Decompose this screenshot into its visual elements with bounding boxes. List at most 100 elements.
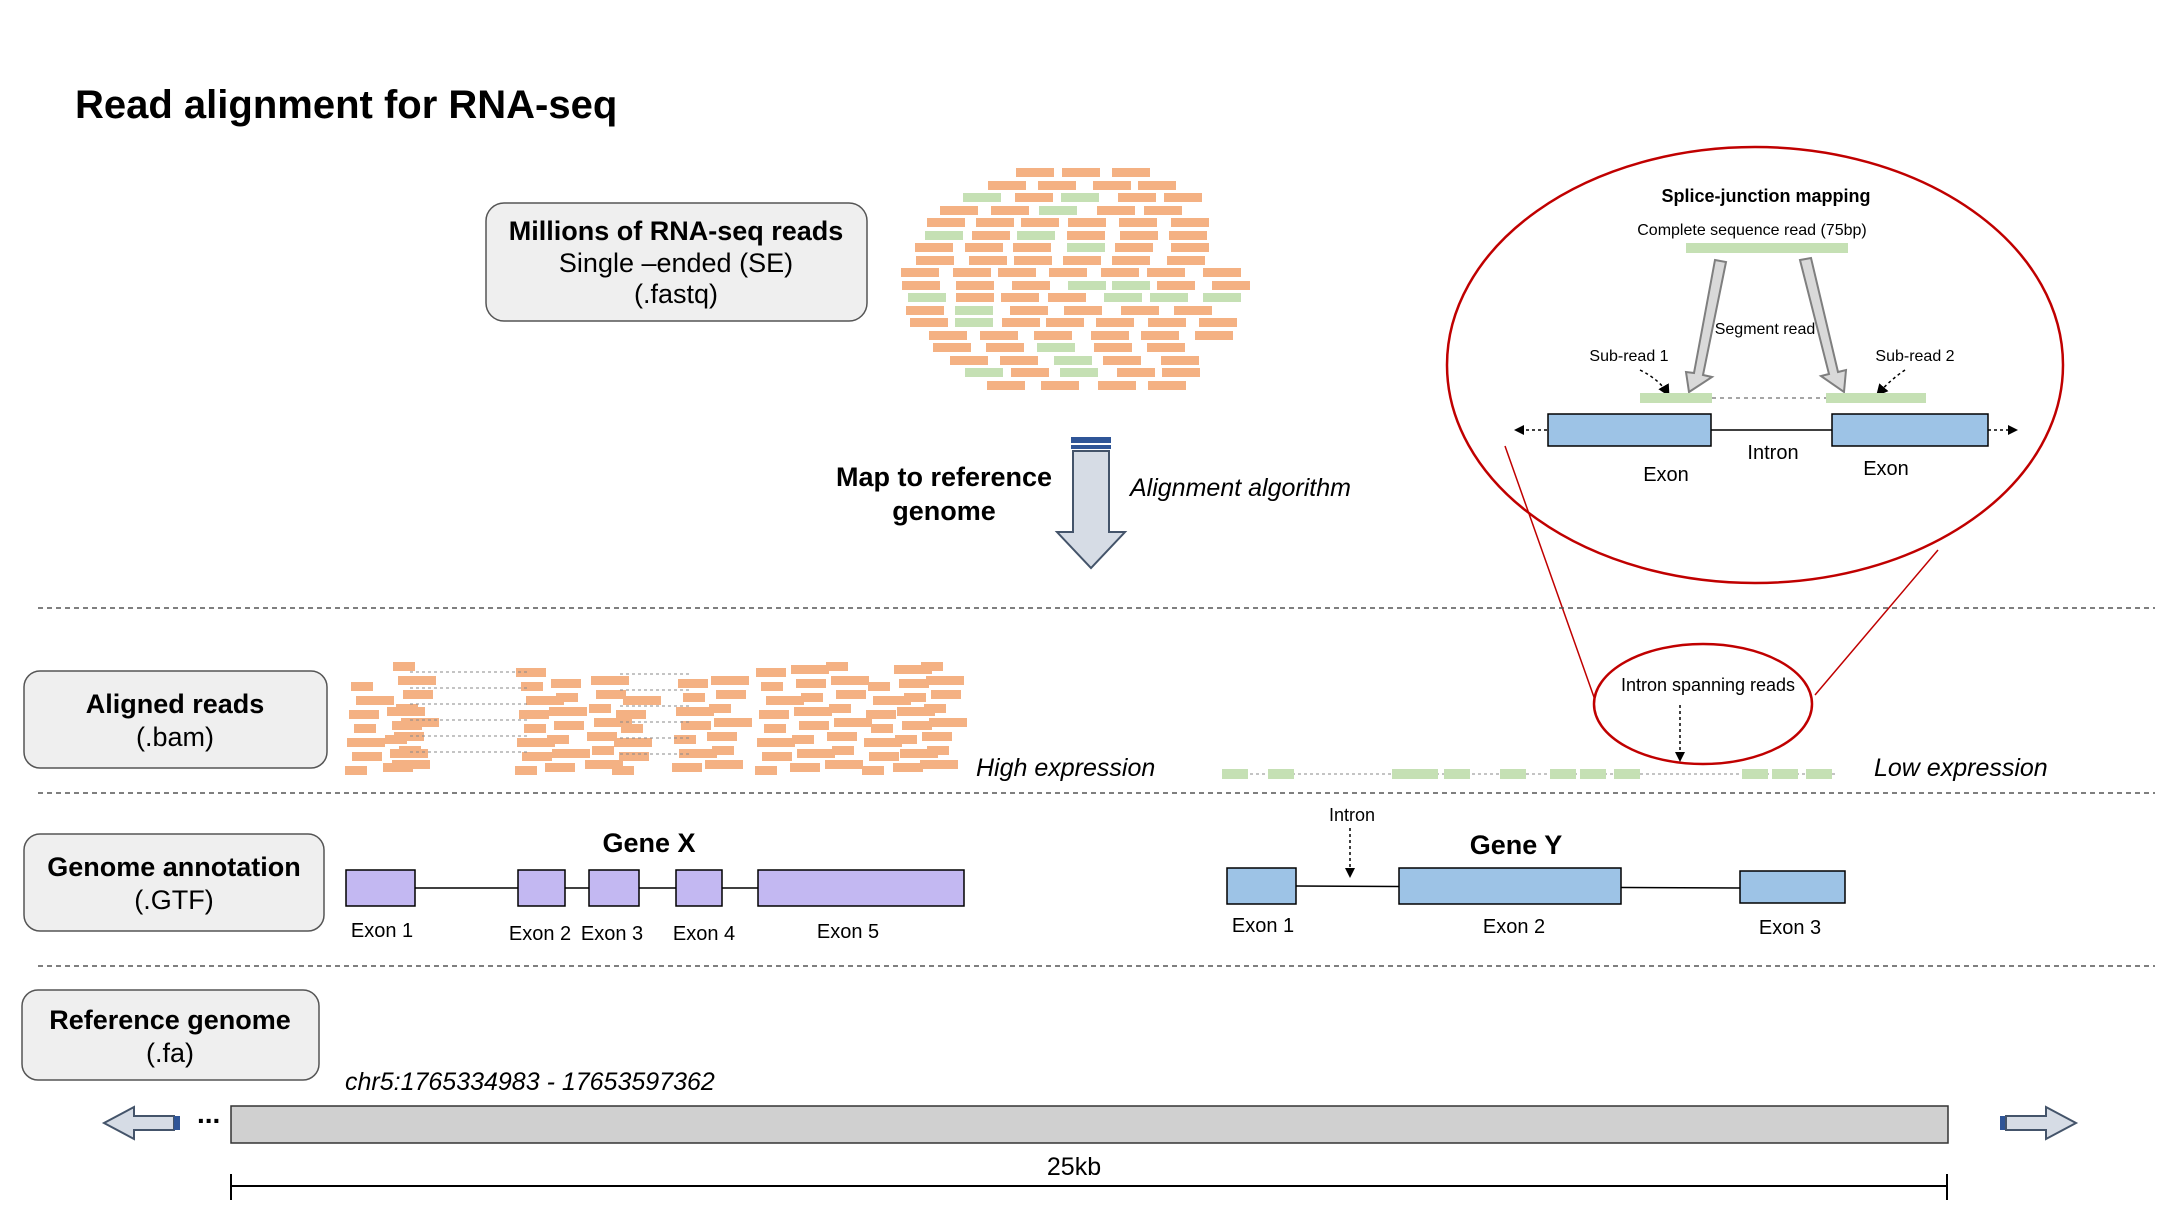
low-read — [1222, 769, 1248, 779]
cloud-read — [1060, 368, 1098, 377]
cloud-read — [1112, 281, 1150, 290]
aligned-read — [899, 679, 929, 688]
aligned-read — [794, 707, 832, 716]
cloud-read — [980, 331, 1018, 340]
intron-spanning-label: Intron spanning reads — [1621, 675, 1795, 695]
gene-y-exon-1 — [1226, 867, 1297, 905]
cloud-read — [902, 281, 940, 290]
subread2-bar — [1826, 393, 1926, 403]
cloud-read — [1013, 243, 1051, 252]
cloud-read — [1062, 168, 1100, 177]
aligned-read — [904, 693, 926, 702]
cloud-read — [1016, 168, 1054, 177]
cloud-read — [998, 268, 1036, 277]
aligned-read — [799, 721, 829, 730]
aligned-read — [681, 721, 711, 730]
cloud-read — [965, 368, 1003, 377]
genome-left-arrow — [101, 1105, 180, 1141]
cloud-read — [976, 218, 1014, 227]
cloud-read — [1091, 331, 1129, 340]
cloud-read — [1039, 206, 1077, 215]
cloud-read — [986, 343, 1024, 352]
aligned-read — [796, 679, 826, 688]
cloud-read — [1067, 243, 1105, 252]
gene-x-exon-5-label: Exon 5 — [817, 921, 879, 943]
aligned-read — [832, 746, 854, 755]
aligned-read — [393, 662, 415, 671]
cloud-read — [1118, 193, 1156, 202]
cloud-read — [1164, 193, 1202, 202]
low-read — [1392, 769, 1418, 779]
cloud-read — [1094, 343, 1132, 352]
gene-x-exon-2 — [517, 869, 566, 907]
splice-exon-left-label: Exon — [1643, 464, 1689, 486]
cloud-read — [1000, 356, 1038, 365]
cloud-read — [1021, 218, 1059, 227]
cloud-read — [1048, 293, 1086, 302]
cloud-read — [933, 343, 971, 352]
reference-box — [21, 989, 320, 1081]
aligned-read — [556, 693, 578, 702]
aligned-read — [589, 704, 611, 713]
map-step-line1: Map to reference — [836, 462, 1052, 492]
segment-read-label: Segment read — [1715, 321, 1816, 338]
aligned-read — [755, 766, 777, 775]
aligned-read — [862, 766, 884, 775]
genome-bar — [230, 1105, 1949, 1144]
low-read — [1772, 769, 1798, 779]
cloud-read — [915, 243, 953, 252]
aligned-read — [678, 679, 708, 688]
aligned-read — [521, 682, 543, 691]
aligned-read — [403, 690, 433, 699]
aligned-read — [347, 738, 385, 747]
aligned-read — [554, 721, 584, 730]
cloud-read — [987, 381, 1025, 390]
gene-y-exon-3 — [1739, 870, 1846, 904]
aligned-read — [349, 710, 379, 719]
cloud-read — [927, 218, 965, 227]
aligned-read — [623, 696, 661, 705]
low-read — [1444, 769, 1470, 779]
aligned-read — [619, 752, 649, 761]
cloud-read — [1195, 331, 1233, 340]
low-read — [1268, 769, 1294, 779]
cloud-read — [1061, 193, 1099, 202]
gene-y-exon-3-label: Exon 3 — [1759, 917, 1821, 939]
cloud-read — [1147, 343, 1185, 352]
cloud-read — [1011, 368, 1049, 377]
gene-x-exon-1 — [345, 869, 416, 907]
aligned-read — [679, 749, 717, 758]
cloud-read — [1093, 181, 1131, 190]
cloud-read — [1112, 256, 1150, 265]
aligned-read — [356, 696, 394, 705]
cloud-read — [1010, 306, 1048, 315]
aligned-read — [792, 735, 814, 744]
cloud-read — [1121, 306, 1159, 315]
subread2-label: Sub-read 2 — [1875, 348, 1954, 365]
aligned-read — [398, 676, 436, 685]
aligned-read — [873, 696, 911, 705]
segment-arrow-left — [1684, 258, 1728, 394]
cloud-read — [963, 193, 1001, 202]
aligned-read — [683, 693, 705, 702]
aligned-read — [516, 668, 546, 677]
aligned-read — [801, 693, 823, 702]
gene-x-name: Gene X — [602, 828, 695, 858]
gene-y-exon-1-label: Exon 1 — [1232, 915, 1294, 937]
cloud-read — [1046, 318, 1084, 327]
high-expression-label: High expression — [976, 754, 1155, 782]
cloud-read — [1037, 343, 1075, 352]
annotation-format: (.GTF) — [134, 885, 213, 915]
aligned-read — [596, 690, 626, 699]
aligned-read — [592, 746, 614, 755]
page-title: Read alignment for RNA-seq — [75, 83, 617, 127]
aligned-read — [929, 718, 967, 727]
aligned-read — [922, 732, 952, 741]
aligned-read — [900, 749, 938, 758]
low-read — [1580, 769, 1606, 779]
cloud-read — [1171, 218, 1209, 227]
aligned-read — [394, 732, 424, 741]
cloud-read — [1138, 181, 1176, 190]
aligned-reads-label: Aligned reads — [86, 689, 265, 719]
cloud-read — [1049, 268, 1087, 277]
